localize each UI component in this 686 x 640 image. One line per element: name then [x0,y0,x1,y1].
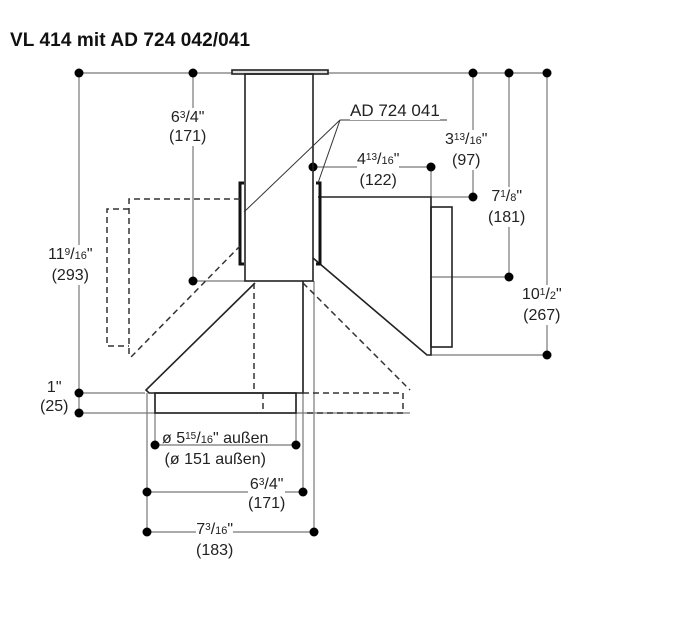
dimension-lines [78,72,548,533]
dim-bottom-total: 73/16"(183) [196,520,234,560]
dim-total-right: 101/2"(267) [522,285,562,325]
brackets [238,181,322,266]
dim-mid-right: 71/8"(181) [488,187,526,227]
dim-upper-right: 313/16"(97) [445,130,488,170]
callout-label: AD 724 041 [350,101,440,120]
callout-leader [243,119,447,213]
alternative-position [106,198,411,414]
dim-diameter: ø 515/16" außen(ø 151 außen) [162,430,269,468]
dim-bottom-width: 63/4"(171) [248,475,286,513]
dim-duct-offset: 413/16"(122) [357,150,400,190]
hood-outline [144,69,453,414]
dim-top-width: 63/4"(171) [169,108,207,146]
dim-bottom-flange: 1"(25) [40,379,69,415]
dim-total-left: 119/16"(293) [48,245,93,285]
dimension-dots [74,68,552,537]
drawing-title: VL 414 mit AD 724 042/041 [10,30,251,51]
